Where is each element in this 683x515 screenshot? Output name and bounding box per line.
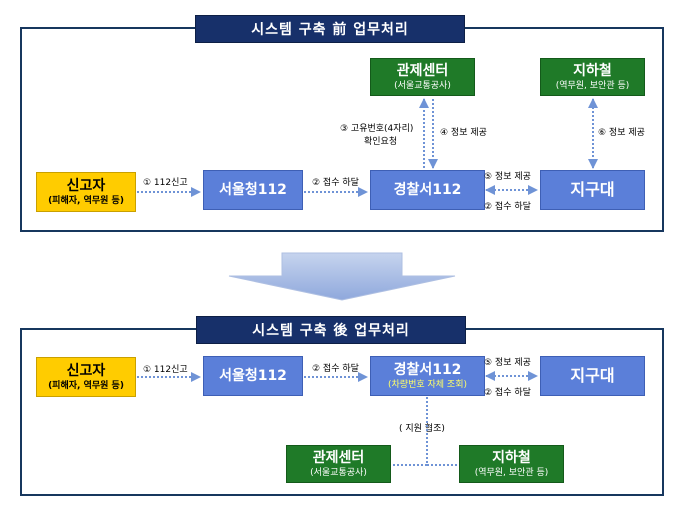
before-police-box: 경찰서112 — [370, 170, 485, 210]
before-edge-request-1: ③ 고유번호(4자리) — [340, 124, 414, 134]
after-control-box: 관제센터 (서울교통공사) — [286, 445, 391, 483]
after-police-sub: (차량번호 자체 조회) — [388, 379, 467, 390]
before-district-label: 지구대 — [570, 179, 615, 199]
before-seoul112-label: 서울청112 — [219, 181, 287, 198]
before-edge-dispatch-district: ② 접수 하달 — [484, 202, 531, 212]
before-title: 시스템 구축 前 업무처리 — [195, 15, 465, 43]
before-reporter-label: 신고자 — [66, 177, 106, 194]
before-subway-sub: (역무원, 보안관 등) — [555, 80, 630, 91]
before-edge-request-2: 확인요청 — [364, 137, 398, 147]
after-police-label: 경찰서112 — [393, 361, 462, 378]
after-edge-dispatch-seoul: ② 접수 하달 — [312, 364, 359, 374]
after-reporter-sub: (피해자, 역무원 등) — [48, 380, 124, 391]
before-title-text: 시스템 구축 前 업무처리 — [251, 22, 409, 38]
after-edge-info-district: ⑤ 정보 제공 — [484, 358, 531, 368]
after-seoul112-box: 서울청112 — [203, 356, 303, 396]
after-control-sub: (서울교통공사) — [310, 467, 367, 478]
after-subway-label: 지하철 — [492, 449, 531, 466]
before-control-label: 관제센터 — [396, 62, 449, 79]
before-subway-label: 지하철 — [573, 62, 612, 79]
before-edge-info-district: ⑤ 정보 제공 — [484, 172, 531, 182]
after-district-box: 지구대 — [540, 356, 645, 396]
after-district-label: 지구대 — [570, 365, 615, 385]
before-subway-box: 지하철 (역무원, 보안관 등) — [540, 58, 645, 96]
after-control-label: 관제센터 — [312, 449, 365, 466]
after-reporter-label: 신고자 — [66, 362, 106, 379]
after-title-text: 시스템 구축 後 업무처리 — [252, 323, 410, 339]
transition-arrow-shape — [228, 252, 456, 301]
before-reporter-box: 신고자 (피해자, 역무원 등) — [36, 172, 136, 212]
after-edge-dispatch-district: ② 접수 하달 — [484, 388, 531, 398]
before-district-box: 지구대 — [540, 170, 645, 210]
after-subway-box: 지하철 (역무원, 보안관 등) — [459, 445, 564, 483]
before-edge-info-control: ④ 정보 제공 — [440, 128, 487, 138]
after-reporter-box: 신고자 (피해자, 역무원 등) — [36, 357, 136, 397]
before-reporter-sub: (피해자, 역무원 등) — [48, 195, 124, 206]
before-seoul112-box: 서울청112 — [203, 170, 303, 210]
after-title: 시스템 구축 後 업무처리 — [196, 316, 466, 344]
after-edge-report: ① 112신고 — [143, 365, 188, 375]
before-control-sub: (서울교통공사) — [394, 80, 451, 91]
before-edge-dispatch-seoul: ② 접수 하달 — [312, 178, 359, 188]
before-edge-info-subway: ⑥ 정보 제공 — [598, 128, 645, 138]
before-edge-report: ① 112신고 — [143, 178, 188, 188]
before-control-box: 관제센터 (서울교통공사) — [370, 58, 475, 96]
after-subway-sub: (역무원, 보안관 등) — [474, 467, 549, 478]
after-seoul112-label: 서울청112 — [219, 367, 287, 384]
before-police-label: 경찰서112 — [393, 181, 462, 198]
after-edge-support: ( 지원 협조) — [399, 424, 445, 434]
after-police-box: 경찰서112 (차량번호 자체 조회) — [370, 356, 485, 396]
